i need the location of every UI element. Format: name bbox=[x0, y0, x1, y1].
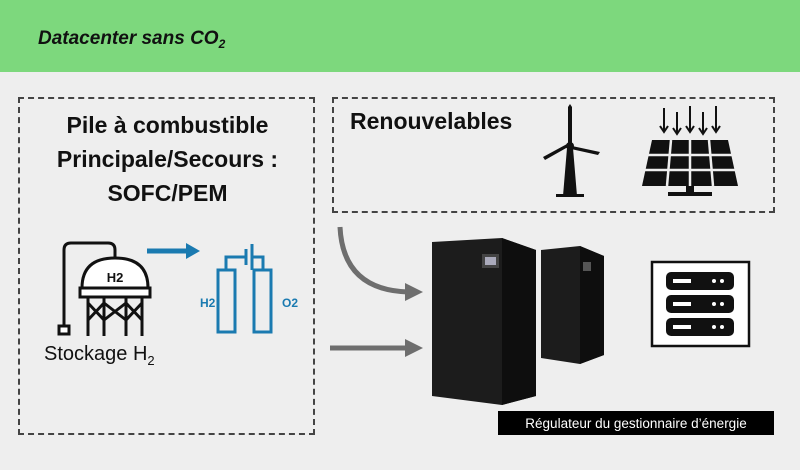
storage-label: Stockage H2 bbox=[44, 343, 155, 368]
regulator-label: Régulateur du gestionnaire d’énergie bbox=[498, 411, 774, 435]
fuel-cell-title: Pile à combustible Principale/Secours : … bbox=[56, 112, 279, 206]
flow-arrow-curved bbox=[337, 226, 423, 301]
page-title: Datacenter sans CO2 bbox=[38, 28, 226, 51]
renewables-panel bbox=[332, 97, 775, 213]
flow-arrow-straight bbox=[330, 339, 423, 357]
ups-cabinet-small bbox=[541, 246, 604, 364]
cell-h2-label: H2 bbox=[200, 296, 216, 310]
fuel-cell-panel bbox=[18, 97, 315, 435]
header-bar: Datacenter sans CO2 bbox=[0, 0, 800, 72]
hydrogen-tank-icon bbox=[57, 241, 152, 336]
ups-cabinet bbox=[432, 238, 536, 405]
solar-panel-icon bbox=[642, 106, 738, 196]
fuel-cell-icon bbox=[216, 244, 273, 334]
wind-turbine-icon bbox=[543, 104, 600, 197]
flow-arrow-blue bbox=[147, 243, 200, 259]
tank-h2-label: H2 bbox=[107, 270, 124, 285]
renewables-title: Renouvelables bbox=[350, 108, 513, 134]
cell-o2-label: O2 bbox=[282, 296, 298, 310]
server-rack-icon bbox=[650, 260, 751, 348]
